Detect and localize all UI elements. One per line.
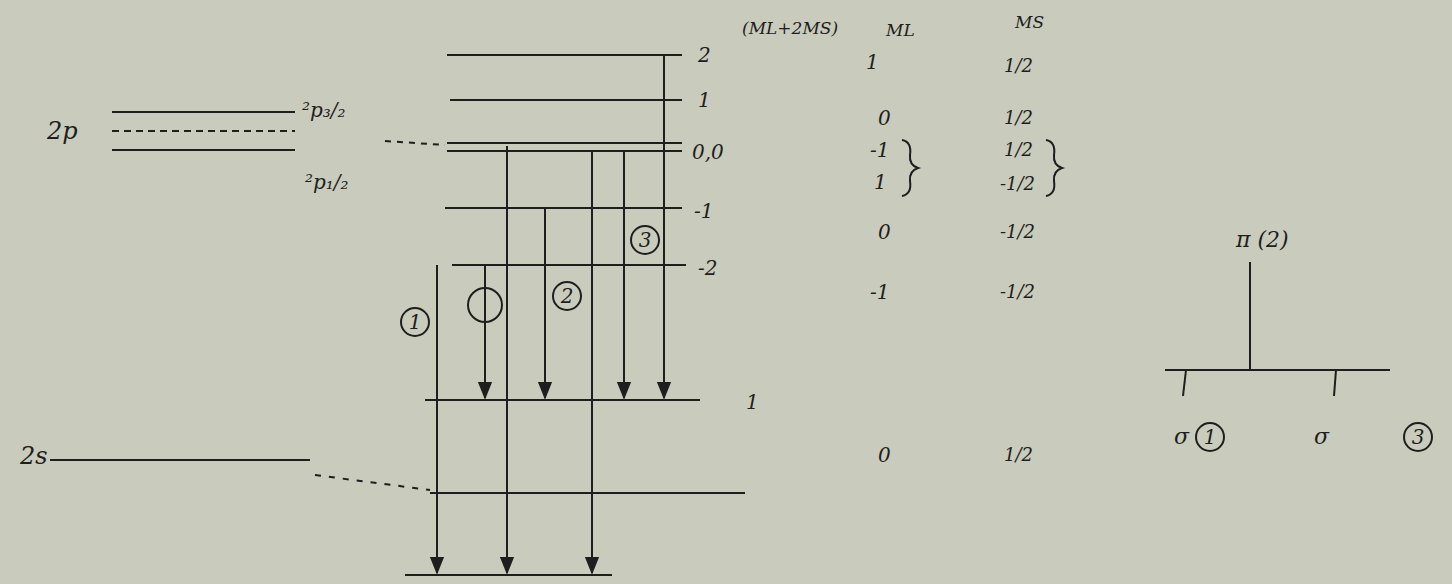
braces <box>902 140 1062 196</box>
spectral-line <box>1183 370 1186 396</box>
callout-number: 2 <box>561 286 574 306</box>
level-line <box>50 459 310 461</box>
level-lines <box>50 55 745 575</box>
table-cell: -1/2 <box>998 282 1037 302</box>
transition-arrow <box>506 146 508 573</box>
callout-circle: 1 <box>1195 422 1225 452</box>
spectral-line <box>1249 262 1251 370</box>
level-line <box>450 99 682 101</box>
callout-circle: 3 <box>1403 422 1433 452</box>
table-cell: -1 <box>868 139 891 161</box>
term-label: ²p₁/₂ <box>303 171 351 193</box>
dashed-guide <box>315 475 430 490</box>
column-header: MS <box>1013 13 1046 32</box>
term-label: ²p₃/₂ <box>300 99 348 121</box>
level-line <box>112 111 295 113</box>
brace <box>1046 140 1062 196</box>
level-line <box>425 399 700 401</box>
table-cell: 0 <box>876 221 893 243</box>
transition-arrow <box>591 151 593 573</box>
transition-arrow <box>436 265 438 573</box>
table-cell: 1 <box>872 171 889 193</box>
spectrum-label: π (2) <box>1234 228 1291 252</box>
level-label: 2 <box>696 44 713 66</box>
stick-spectrum <box>1165 262 1390 396</box>
level-label: 0,0 <box>690 141 726 163</box>
table-cell: 0 <box>876 107 893 129</box>
level-label: -1 <box>692 200 715 222</box>
term-label: 2p <box>45 118 80 144</box>
spectrum-label: σ <box>1312 425 1331 449</box>
callout-number: 1 <box>409 312 422 332</box>
column-header: (ML+2MS) <box>740 19 840 38</box>
term-label: 2s <box>18 443 50 469</box>
level-label: 1 <box>696 89 713 111</box>
callout-circle: 2 <box>552 281 582 311</box>
spectral-line <box>1334 370 1336 396</box>
dashed-guide <box>385 141 445 145</box>
table-cell: 1/2 <box>1002 445 1035 465</box>
transition-arrows <box>437 55 664 573</box>
brace <box>902 140 918 196</box>
table-cell: -1 <box>868 281 891 303</box>
table-cell: -1/2 <box>998 222 1037 242</box>
level-line <box>405 574 612 576</box>
callout-number: 3 <box>639 230 652 250</box>
level-line <box>447 150 682 152</box>
level-line <box>447 54 682 56</box>
column-header: ML <box>884 21 917 40</box>
level-label: -2 <box>696 257 719 279</box>
table-cell: 1/2 <box>1002 108 1035 128</box>
callout-number: 1 <box>1204 427 1217 447</box>
level-line <box>447 142 682 144</box>
table-cell: 1/2 <box>1002 140 1035 160</box>
table-cell: 0 <box>876 444 893 466</box>
callout-number: 3 <box>1412 427 1425 447</box>
baseline <box>1165 369 1390 371</box>
callout-circle: 1 <box>400 307 430 337</box>
level-label: 1 <box>744 391 761 413</box>
spectrum-label: σ <box>1172 425 1191 449</box>
level-line <box>452 264 686 266</box>
transition-arrow <box>623 151 625 398</box>
level-line <box>430 492 745 494</box>
callout-circle: 3 <box>630 225 660 255</box>
transition-arrow <box>663 55 665 398</box>
marker-circle <box>468 288 502 322</box>
table-cell: 1/2 <box>1002 56 1035 76</box>
level-line <box>445 207 682 209</box>
table-cell: -1/2 <box>998 174 1037 194</box>
level-line <box>112 130 295 132</box>
transition-arrow <box>544 208 546 398</box>
level-line <box>112 149 295 151</box>
table-cell: 1 <box>864 51 881 73</box>
transition-arrow <box>484 265 486 398</box>
